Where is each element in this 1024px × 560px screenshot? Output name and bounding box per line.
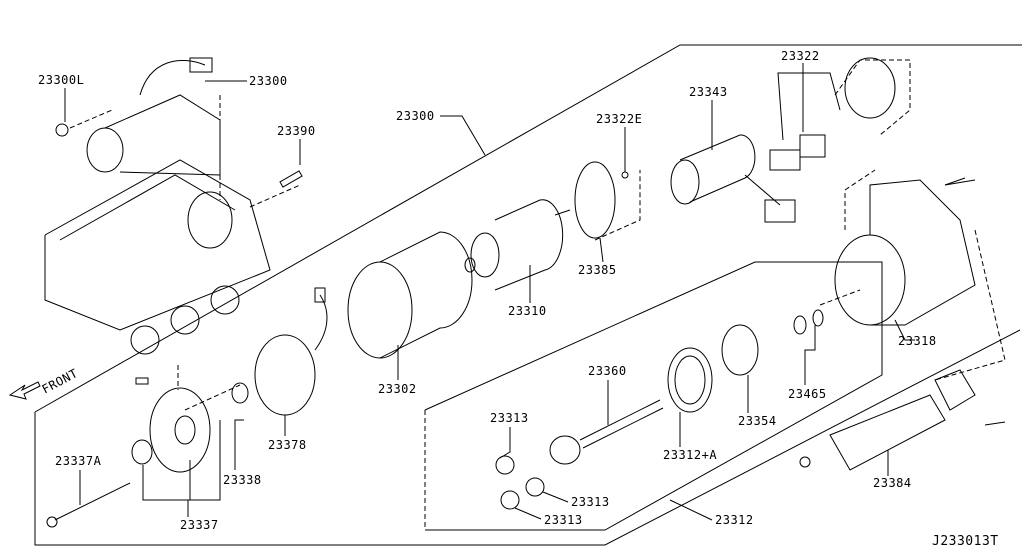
- part-label-23343: 23343: [689, 85, 728, 99]
- starter-assembly-drawing: [55, 57, 303, 208]
- part-label-23313: 23313: [571, 495, 610, 509]
- part-label-23337A: 23337A: [55, 454, 102, 468]
- housing-drawing: [834, 169, 1006, 381]
- part-label-23465: 23465: [788, 387, 827, 401]
- part-label-23300L: 23300L: [38, 73, 85, 87]
- engine-block-drawing: [44, 159, 271, 355]
- part-label-23378: 23378: [268, 438, 307, 452]
- part-label-23300: 23300: [249, 74, 288, 88]
- part-label-23390: 23390: [277, 124, 316, 138]
- part-label-23385: 23385: [578, 263, 617, 277]
- assembly-frame: [34, 44, 1022, 413]
- part-label-23313: 23313: [544, 513, 583, 527]
- part-label-23310: 23310: [508, 304, 547, 318]
- solenoid-drawing: [670, 134, 796, 223]
- part-label-23302: 23302: [378, 382, 417, 396]
- gear-subframe: [424, 261, 883, 531]
- front-arrow-icon: [8, 381, 41, 400]
- armature-drawing: [470, 199, 571, 291]
- leader-lines: [64, 63, 915, 521]
- part-label-23313: 23313: [490, 411, 529, 425]
- part-label-23322: 23322: [781, 49, 820, 63]
- part-label-23337: 23337: [180, 518, 219, 532]
- part-label-23338: 23338: [223, 473, 262, 487]
- ring-drawing: [574, 161, 616, 239]
- assembly-frame-bottom: [34, 329, 1021, 546]
- part-label-23318: 23318: [898, 334, 937, 348]
- part-label-23322E: 23322E: [596, 112, 643, 126]
- part-label-23384: 23384: [873, 476, 912, 490]
- part-label-23312A: 23312+A: [663, 448, 718, 462]
- part-label-23360: 23360: [588, 364, 627, 378]
- diagram-code: J233013T: [932, 534, 999, 549]
- yoke-drawing: [347, 231, 476, 359]
- part-label-23312: 23312: [715, 513, 754, 527]
- part-label-23300-assembly: 23300: [396, 109, 435, 123]
- part-label-23354: 23354: [738, 414, 777, 428]
